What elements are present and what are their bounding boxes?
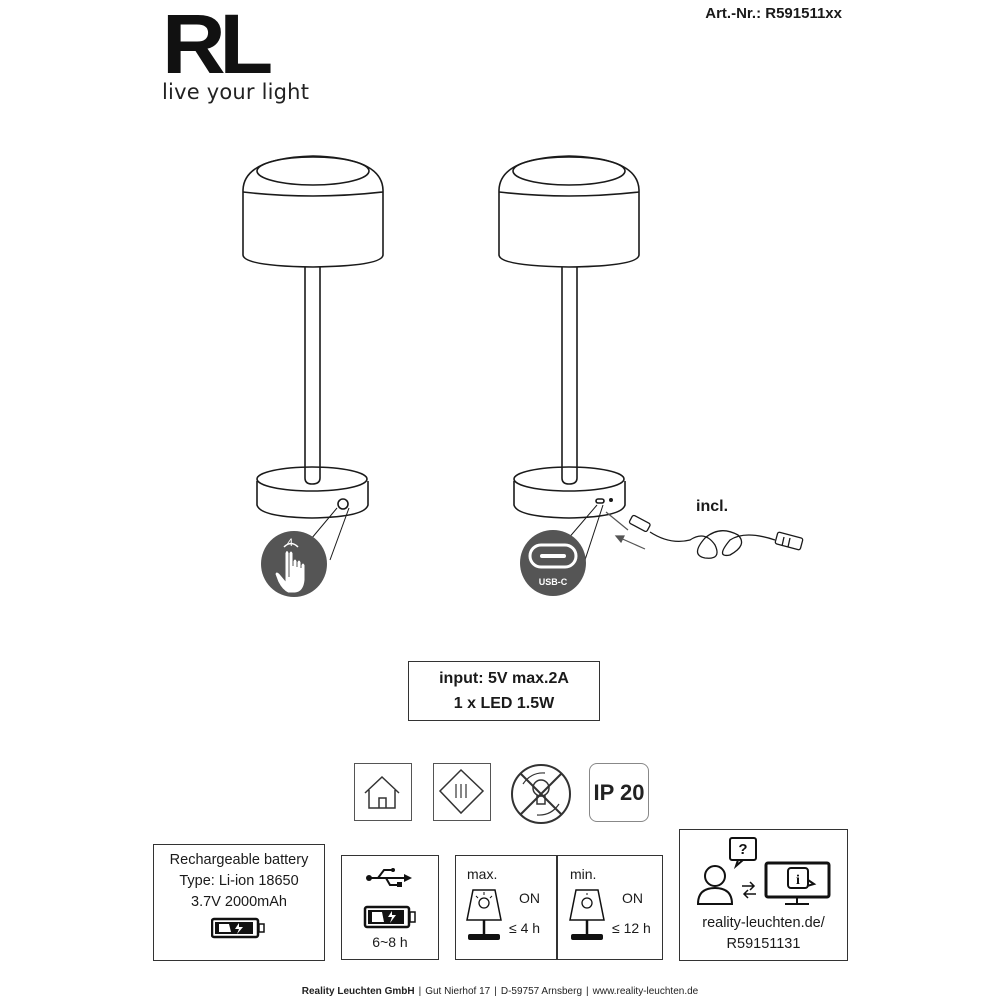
support-code: R59151131 (726, 936, 801, 952)
charging-time-box (341, 855, 439, 960)
charging-time: 6~8 h (372, 934, 408, 950)
touch-icon: 4 (261, 531, 327, 597)
lamp-left (242, 155, 384, 561)
usb-cable-icon (628, 514, 804, 559)
lamp-max-brightness-icon (466, 889, 502, 940)
runtime-min-label: min. (570, 866, 597, 882)
plug-arrow-icon (605, 511, 646, 550)
support-info-box (679, 829, 848, 961)
battery-info-box: Rechargeable battery Type: Li-ion 18650 … (153, 844, 325, 961)
brand-logo: RL (162, 0, 273, 91)
usb-charge-icon (363, 868, 416, 929)
footer-web[interactable]: www.reality-leuchten.de (592, 986, 699, 997)
footer: Reality Leuchten GmbH|Gut Nierhof 17|D-5… (301, 986, 699, 997)
cable-included-label: incl. (696, 498, 729, 515)
usb-c-icon: USB-C (520, 530, 586, 596)
svg-text:?: ? (738, 841, 747, 858)
indoor-use-icon (354, 763, 412, 821)
battery-charge-icon (210, 917, 265, 939)
spec-box: input: 5V max.2A 1 x LED 1.5W (408, 661, 600, 721)
svg-text:i: i (796, 873, 800, 888)
led-not-replaceable-icon (511, 764, 571, 824)
footer-company: Reality Leuchten GmbH (301, 986, 415, 997)
lamp-min-brightness-icon (569, 889, 605, 940)
ip-rating-badge: IP 20 (589, 763, 649, 822)
usb-c-label: USB-C (539, 577, 568, 587)
footer-street: Gut Nierhof 17 (425, 986, 491, 997)
runtime-max-state: ON (519, 890, 540, 906)
support-url: reality-leuchten.de/ (702, 915, 825, 931)
protection-class-icon (433, 763, 491, 821)
touch-count: 4 (287, 537, 293, 549)
battery-rating: 3.7V 2000mAh (191, 894, 287, 910)
runtime-min-state: ON (622, 890, 643, 906)
runtime-max-time: ≤ 4 h (509, 920, 541, 936)
footer-city: D-59757 Arnsberg (500, 986, 583, 997)
input-spec: input: 5V max.2A (439, 670, 569, 687)
battery-title: Rechargeable battery (169, 852, 309, 868)
runtime-max-label: max. (467, 866, 498, 882)
lamp-illustrations: 4 USB-C (242, 155, 804, 597)
runtime-min-time: ≤ 12 h (612, 920, 651, 936)
battery-type: Type: Li-ion 18650 (179, 873, 299, 889)
runtime-divider (556, 855, 558, 960)
brand-tagline: live your light (162, 80, 310, 104)
runtime-box (455, 855, 663, 960)
lamp-right (498, 155, 640, 561)
led-spec: 1 x LED 1.5W (453, 695, 555, 712)
support-icon: ? i (696, 837, 831, 905)
support-info: reality-leuchten.de/ R59151131 (679, 913, 848, 955)
article-number: Art.-Nr.: R591511xx (705, 5, 842, 22)
